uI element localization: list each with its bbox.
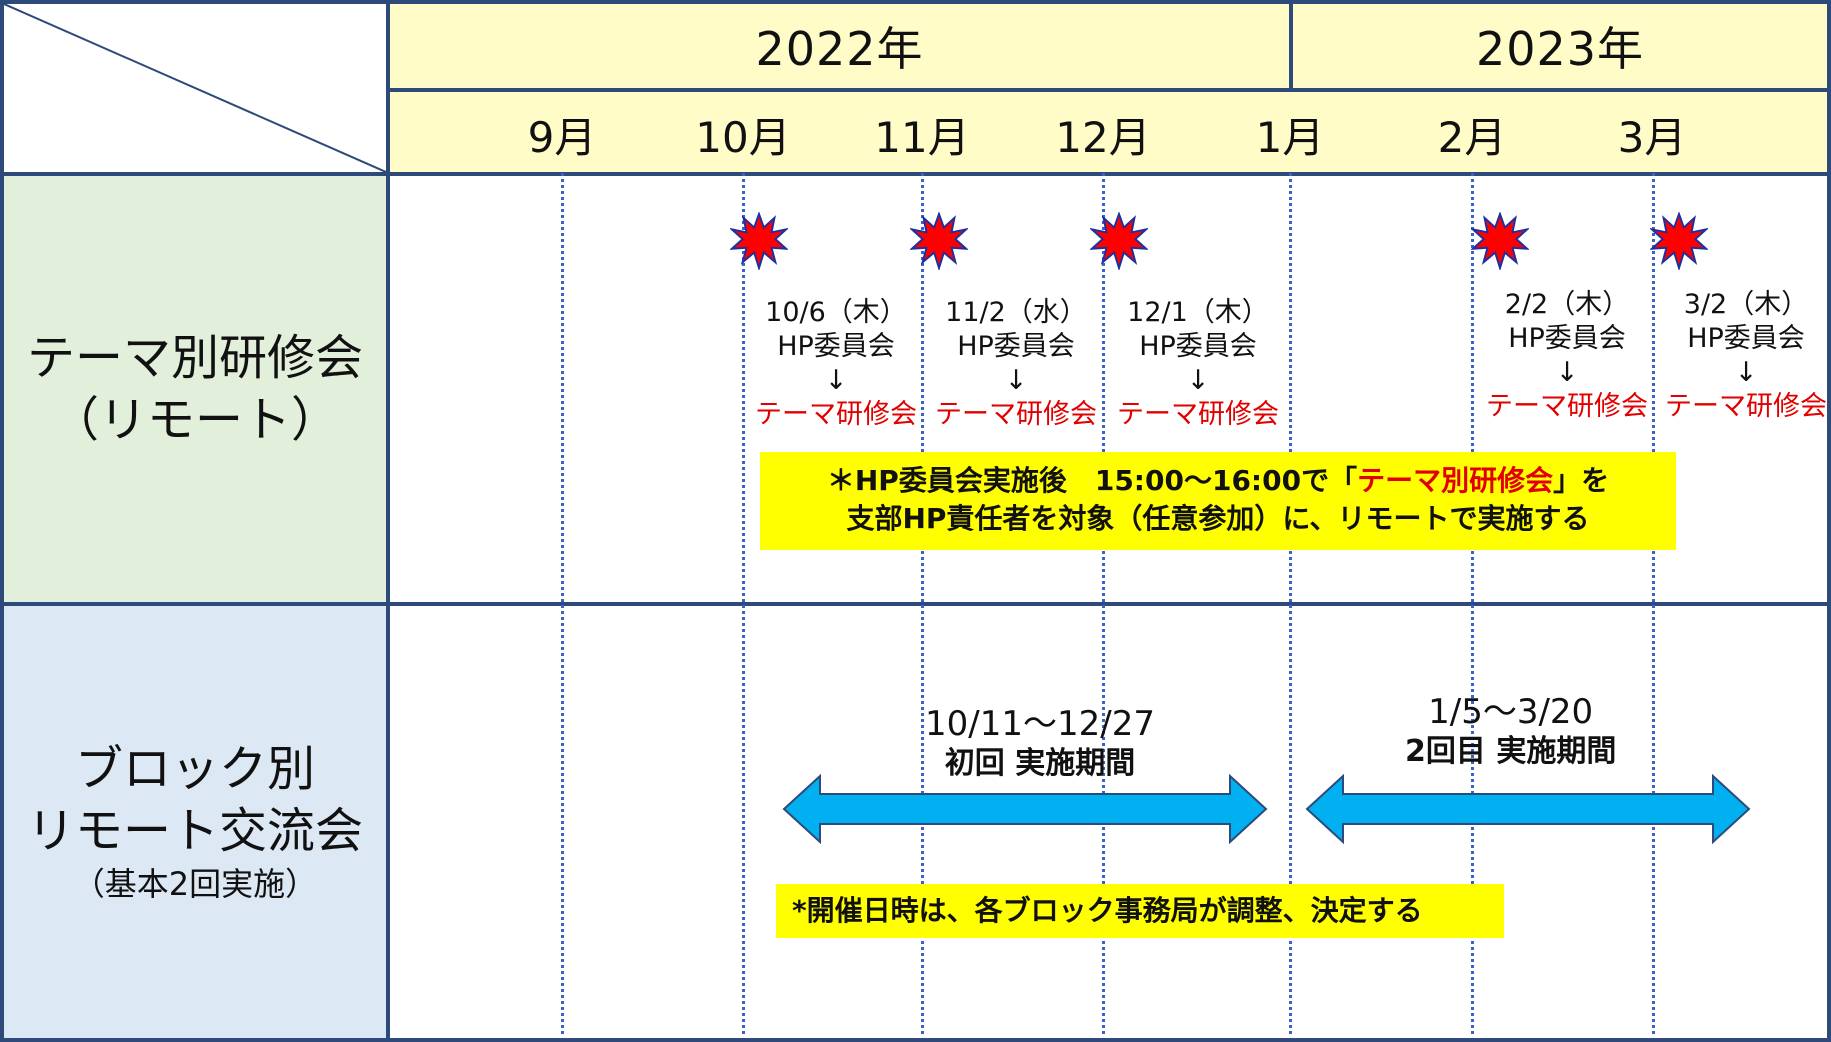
period-range: 10/11～12/27 xyxy=(925,704,1155,744)
theme-note-box: ＊HP委員会実施後 15:00～16:00で「テーマ別研修会」を 支部HP責任者… xyxy=(760,452,1676,550)
row-label-block-line1: ブロック別 xyxy=(74,741,315,797)
event-date: 2/2（木） xyxy=(1504,289,1630,320)
event-committee: HP委員会 xyxy=(1687,323,1805,354)
event-arrow: ↓ xyxy=(1186,365,1210,396)
event-session: テーマ研修会 xyxy=(1486,391,1648,422)
double-arrow-first-period xyxy=(782,773,1268,845)
event-committee: HP委員会 xyxy=(1139,331,1257,362)
event-session: テーマ研修会 xyxy=(1117,399,1279,430)
period-second-label: 1/5～3/20 2回目 実施期間 xyxy=(1405,692,1616,772)
event-oct: 10/6（木） HP委員会 ↓ テーマ研修会 xyxy=(755,296,917,432)
month-guide-oct xyxy=(742,173,745,1034)
row-label-block: ブロック別 リモート交流会 （基本2回実施） xyxy=(0,602,390,1042)
theme-note-line2: 支部HP責任者を対象（任意参加）に、リモートで実施する xyxy=(846,502,1590,535)
event-arrow: ↓ xyxy=(1555,357,1579,388)
corner-cell xyxy=(0,0,390,176)
starburst-icon xyxy=(910,212,968,270)
month-label-jan: 1月 xyxy=(1255,113,1325,162)
event-session: テーマ研修会 xyxy=(755,399,917,430)
event-date: 3/2（木） xyxy=(1683,289,1809,320)
double-arrow-second-period xyxy=(1305,773,1751,845)
month-guide-sep xyxy=(561,173,564,1034)
event-committee: HP委員会 xyxy=(957,331,1075,362)
year-label: 2023年 xyxy=(1475,22,1645,76)
period-first-label: 10/11～12/27 初回 実施期間 xyxy=(925,704,1155,784)
month-guide-jan xyxy=(1289,173,1292,1034)
event-session: テーマ研修会 xyxy=(935,399,1097,430)
event-committee: HP委員会 xyxy=(777,331,895,362)
event-feb: 2/2（木） HP委員会 ↓ テーマ研修会 xyxy=(1486,288,1648,424)
year-header-2022: 2022年 xyxy=(386,0,1293,92)
starburst-icon xyxy=(730,212,788,270)
month-guide-mar xyxy=(1652,173,1655,1034)
event-arrow: ↓ xyxy=(1004,365,1028,396)
month-label-nov: 11月 xyxy=(874,113,970,162)
block-note-box: *開催日時は、各ブロック事務局が調整、決定する xyxy=(776,884,1504,938)
row-label-theme: テーマ別研修会 （リモート） xyxy=(0,172,390,606)
month-label-dec: 12月 xyxy=(1055,113,1151,162)
theme-note-line1: ＊HP委員会実施後 15:00～16:00で「テーマ別研修会」を xyxy=(760,462,1676,500)
row-label-theme-line2: （リモート） xyxy=(50,392,339,448)
theme-note-highlight: テーマ別研修会 xyxy=(1357,464,1554,497)
row-label-theme-line1: テーマ別研修会 xyxy=(26,330,363,386)
event-committee: HP委員会 xyxy=(1508,323,1626,354)
event-nov: 11/2（水） HP委員会 ↓ テーマ研修会 xyxy=(935,296,1097,432)
year-label: 2022年 xyxy=(755,22,924,76)
month-label-feb: 2月 xyxy=(1437,113,1507,162)
event-arrow: ↓ xyxy=(824,365,848,396)
starburst-icon xyxy=(1090,212,1148,270)
period-name: 初回 実施期間 xyxy=(944,746,1136,781)
event-session: テーマ研修会 xyxy=(1665,391,1827,422)
year-header-2023: 2023年 xyxy=(1289,0,1831,92)
event-date: 11/2（水） xyxy=(945,297,1087,328)
event-date: 12/1（木） xyxy=(1127,297,1269,328)
event-mar: 3/2（木） HP委員会 ↓ テーマ研修会 xyxy=(1665,288,1827,424)
starburst-icon xyxy=(1650,212,1708,270)
row-label-block-line2: リモート交流会 xyxy=(26,803,363,859)
month-guide-dec xyxy=(1102,173,1105,1034)
event-date: 10/6（木） xyxy=(765,297,907,328)
row-label-block-line3: （基本2回実施） xyxy=(72,865,318,903)
theme-note-part2: 」を xyxy=(1553,464,1610,497)
month-label-mar: 3月 xyxy=(1617,113,1687,162)
period-range: 1/5～3/20 xyxy=(1428,692,1594,732)
month-guide-nov xyxy=(921,173,924,1034)
event-dec: 12/1（木） HP委員会 ↓ テーマ研修会 xyxy=(1117,296,1279,432)
month-label-sep: 9月 xyxy=(527,113,597,162)
month-guide-feb xyxy=(1471,173,1474,1034)
starburst-icon xyxy=(1471,212,1529,270)
diagonal-line xyxy=(4,4,386,172)
month-label-oct: 10月 xyxy=(695,113,791,162)
period-name: 2回目 実施期間 xyxy=(1405,734,1617,769)
event-arrow: ↓ xyxy=(1734,357,1758,388)
theme-note-part1: ＊HP委員会実施後 15:00～16:00で「 xyxy=(826,464,1358,497)
